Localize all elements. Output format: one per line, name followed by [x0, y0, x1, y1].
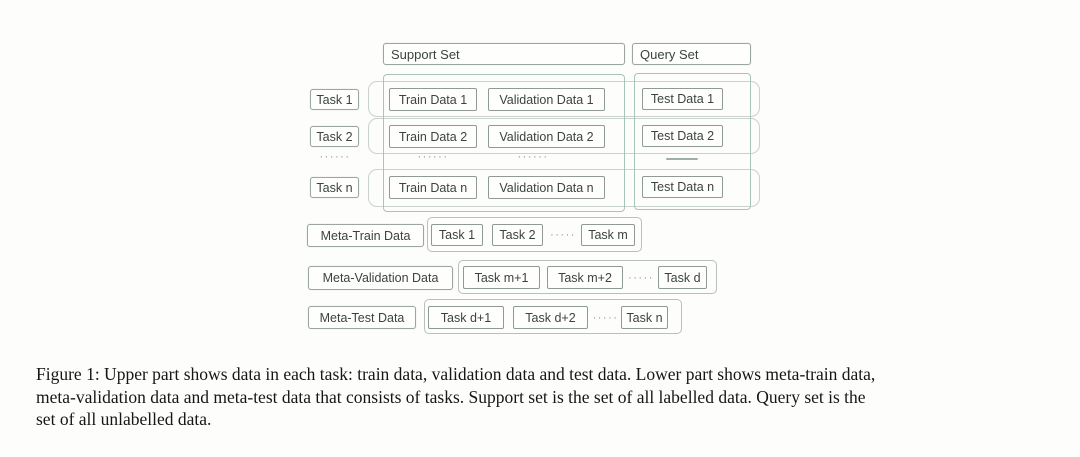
meta-validation-task-m1: Task m+1 [463, 266, 540, 289]
task-row-1-container [368, 81, 760, 117]
task-n-label: Task n [310, 177, 359, 198]
query-set-label: Query Set [632, 43, 751, 65]
meta-test-task-n: Task n [621, 306, 668, 329]
task-row-2-container [368, 118, 760, 154]
task-2-label: Task 2 [310, 126, 359, 147]
meta-validation-ellipsis: ····· [628, 271, 654, 284]
meta-test-task-d2: Task d+2 [513, 306, 588, 329]
test-data-n-box: Test Data n [642, 176, 723, 198]
test-column-ellipsis-dash [666, 158, 698, 160]
test-data-2-box: Test Data 2 [642, 125, 723, 147]
train-data-2-box: Train Data 2 [389, 125, 477, 148]
meta-test-task-d1: Task d+1 [428, 306, 504, 329]
meta-test-container [424, 299, 682, 334]
train-column-ellipsis: ······ [417, 151, 449, 163]
train-data-n-box: Train Data n [389, 176, 477, 199]
task-1-label: Task 1 [310, 89, 359, 110]
support-set-label: Support Set [383, 43, 625, 65]
meta-test-label: Meta-Test Data [308, 306, 416, 329]
caption-line-1: Figure 1: Upper part shows data in each … [36, 364, 876, 384]
validation-data-1-box: Validation Data 1 [488, 88, 605, 111]
meta-train-ellipsis: ····· [550, 229, 576, 241]
test-data-1-box: Test Data 1 [642, 88, 723, 110]
figure-caption: Figure 1: Upper part shows data in each … [36, 363, 1048, 431]
validation-data-2-box: Validation Data 2 [488, 125, 605, 148]
meta-test-ellipsis: ····· [592, 311, 619, 324]
validation-data-n-box: Validation Data n [488, 176, 605, 199]
meta-train-task-2: Task 2 [492, 224, 543, 246]
support-set-container [383, 74, 625, 212]
meta-validation-task-m2: Task m+2 [547, 266, 623, 289]
meta-train-task-m: Task m [581, 224, 635, 246]
task-row-n-container [368, 169, 760, 207]
query-set-container [634, 73, 751, 210]
meta-train-task-1: Task 1 [431, 224, 483, 246]
meta-validation-label: Meta-Validation Data [308, 266, 453, 290]
meta-train-label: Meta-Train Data [307, 224, 424, 247]
meta-validation-task-d: Task d [658, 266, 707, 289]
meta-validation-container [458, 260, 717, 294]
caption-line-3: set of all unlabelled data. [36, 409, 212, 429]
train-data-1-box: Train Data 1 [389, 88, 477, 111]
meta-train-container [427, 217, 642, 252]
task-column-ellipsis: ······ [319, 151, 351, 163]
validation-column-ellipsis: ······ [517, 151, 549, 163]
caption-line-2: meta-validation data and meta-test data … [36, 386, 866, 407]
